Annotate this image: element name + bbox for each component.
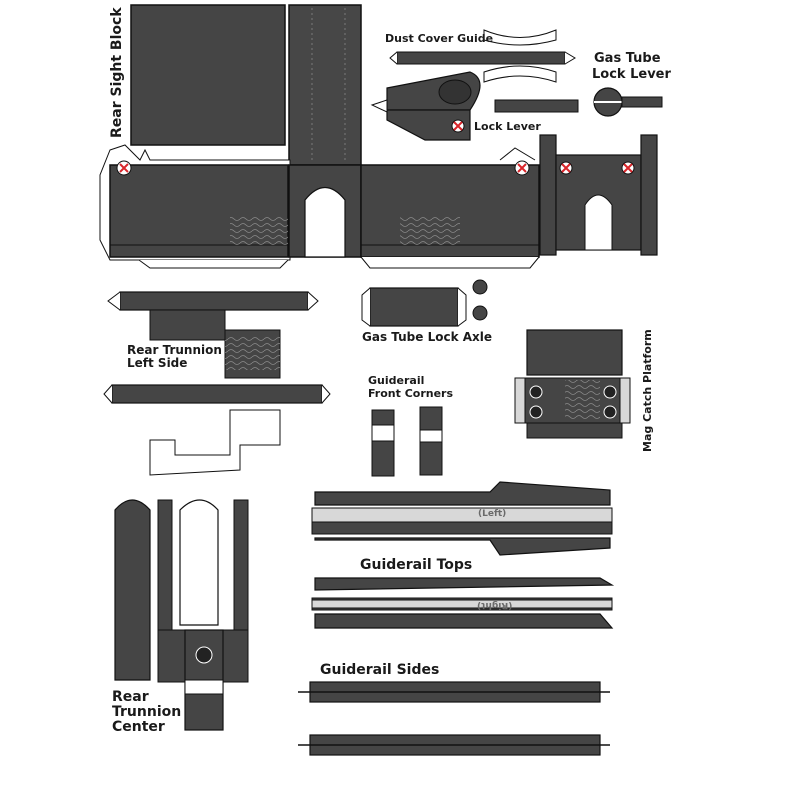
gas-tube-lock-lever-part xyxy=(593,87,663,117)
rear-trunnion-left-side-label-line2: Left Side xyxy=(127,356,188,370)
gas-tube-lock-axle-part xyxy=(361,279,488,327)
rear-trunnion-center-label-line3: Center xyxy=(112,719,165,735)
rear-sight-arch-part xyxy=(539,134,658,256)
main-body-strip xyxy=(99,144,540,269)
guiderail-sides-label: Guiderail Sides xyxy=(320,662,440,678)
rear-sight-block-part xyxy=(130,4,362,166)
guiderail-sides-part xyxy=(298,681,610,756)
rear-trunnion-center-part xyxy=(114,499,249,731)
gas-tube-lock-axle-label: Gas Tube Lock Axle xyxy=(362,330,493,344)
lock-lever-label: Lock Lever xyxy=(474,120,541,133)
rear-sight-block-label: Rear Sight Block xyxy=(109,7,125,138)
rear-trunnion-center-label-line2: Trunnion xyxy=(112,704,182,720)
rear-trunnion-left-part xyxy=(103,291,331,476)
gas-tube-lock-lever-label-line2: Lock Lever xyxy=(592,67,671,82)
guiderail-tops-label: Guiderail Tops xyxy=(360,557,473,573)
rear-trunnion-center-label-line1: Rear xyxy=(112,689,149,705)
guiderail-tops-part xyxy=(311,481,615,629)
guiderail-front-corners-label-line1: Guiderail xyxy=(368,374,425,387)
guiderail-front-corners-part xyxy=(371,406,443,477)
dust-cover-guide-label: Dust Cover Guide xyxy=(385,32,494,45)
right-marker-text: (Right) xyxy=(477,600,513,610)
gas-tube-lock-lever-label-line1: Gas Tube xyxy=(594,51,661,66)
mag-catch-platform-label: Mag Catch Platform xyxy=(641,329,654,452)
lock-lever-part xyxy=(370,71,579,141)
left-marker-text: (Left) xyxy=(478,509,507,519)
rear-trunnion-left-side-label-line1: Rear Trunnion xyxy=(127,343,222,357)
dust-cover-guide-part xyxy=(389,29,576,83)
mag-catch-platform-part xyxy=(514,329,631,439)
guiderail-front-corners-label-line2: Front Corners xyxy=(368,387,454,400)
